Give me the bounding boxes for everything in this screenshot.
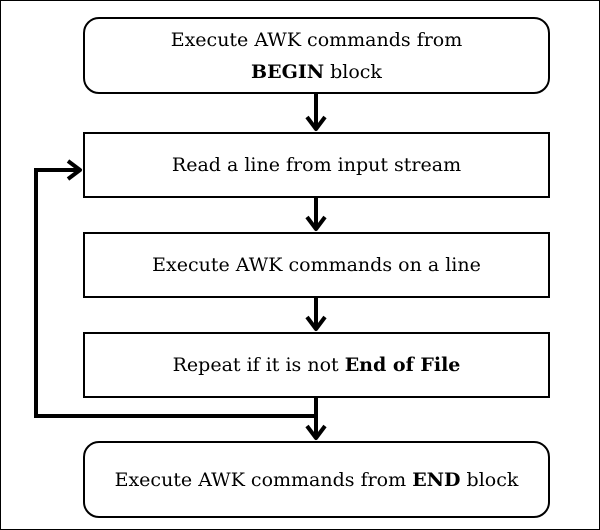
arrow-loop-back-to-read xyxy=(34,159,316,418)
read-line-node: Read a line from input stream xyxy=(83,132,550,198)
arrow-begin-to-read xyxy=(305,94,327,131)
repeat-decision-text: Repeat if it is not End of File xyxy=(172,354,461,376)
repeat-decision-node: Repeat if it is not End of File xyxy=(83,332,550,398)
begin-block-node: Execute AWK commands from BEGIN block xyxy=(83,17,550,94)
arrow-read-to-exec xyxy=(305,198,327,231)
execute-commands-node: Execute AWK commands on a line xyxy=(83,232,550,298)
begin-block-text: Execute AWK commands from BEGIN block xyxy=(170,28,463,83)
execute-commands-text: Execute AWK commands on a line xyxy=(152,254,481,276)
read-line-text: Read a line from input stream xyxy=(171,154,462,176)
end-block-node: Execute AWK commands from END block xyxy=(83,441,550,518)
end-block-text: Execute AWK commands from END block xyxy=(114,468,519,491)
arrow-exec-to-repeat xyxy=(305,298,327,331)
